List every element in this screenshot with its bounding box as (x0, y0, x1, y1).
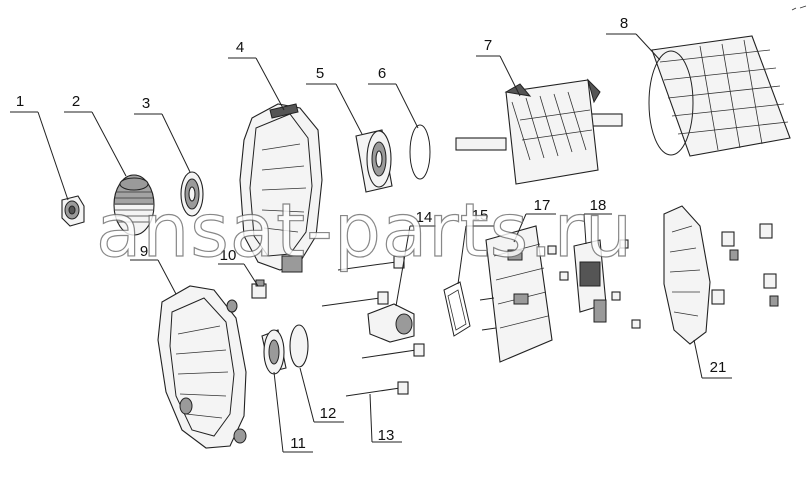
callout-13: 13 (377, 427, 395, 444)
part-bearing-rear (261, 329, 287, 375)
callout-10: 10 (219, 247, 237, 264)
part-gasket (443, 281, 471, 337)
part-screw-small (251, 279, 267, 299)
callout-7: 7 (483, 37, 493, 54)
part-retaining-ring (409, 124, 431, 180)
callout-8: 8 (619, 15, 629, 32)
callout-5: 5 (315, 65, 325, 82)
part-pulley (113, 174, 155, 236)
callout-17: 17 (533, 197, 551, 214)
part-rear-cover (663, 205, 711, 345)
part-rear-housing (157, 285, 247, 449)
part-bushing (367, 303, 415, 343)
part-stator (648, 35, 791, 157)
part-regulator (573, 239, 607, 323)
callout-11: 11 (290, 435, 306, 452)
part-seal-disc (289, 324, 309, 368)
part-rectifier (479, 225, 553, 363)
part-bearing-front (355, 129, 393, 193)
small-screws (547, 239, 641, 329)
callout-21: 21 (709, 359, 727, 376)
part-rotor (455, 78, 623, 185)
part-front-housing (239, 103, 323, 273)
callout-15: 15 (471, 207, 489, 224)
leader-lines (10, 33, 732, 453)
corner-tick-marks (791, 5, 807, 11)
callout-9: 9 (139, 243, 149, 260)
callout-1: 1 (15, 93, 25, 110)
part-nut (61, 195, 85, 227)
part-washer (180, 171, 204, 217)
callout-3: 3 (141, 95, 151, 112)
callout-12: 12 (319, 405, 337, 422)
callout-4: 4 (235, 39, 245, 56)
callout-2: 2 (71, 93, 81, 110)
callout-6: 6 (377, 65, 387, 82)
callout-18: 18 (589, 197, 607, 214)
terminal-nuts (711, 223, 779, 307)
callout-14: 14 (415, 209, 433, 226)
